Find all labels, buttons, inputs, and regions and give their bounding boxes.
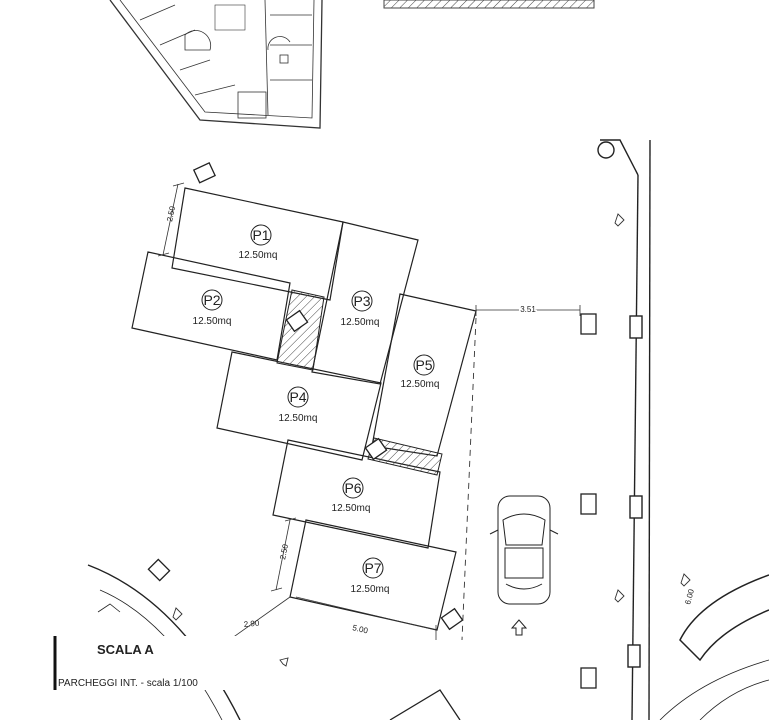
space-id: P1 [252, 227, 269, 243]
dim-bottom-length-label: 5.00 [352, 623, 370, 635]
space-area: 12.50mq [332, 503, 371, 514]
dimension-right-offset [475, 305, 581, 316]
space-area: 12.50mq [341, 317, 380, 328]
pillar [364, 437, 388, 461]
legend-title: SCALA A [97, 642, 154, 657]
space-id: P4 [289, 389, 306, 405]
space-area: 12.50mq [239, 250, 278, 261]
pillar [285, 309, 309, 333]
space-area: 12.50mq [401, 379, 440, 390]
direction-arrow-icon [510, 619, 528, 636]
space-id: P6 [344, 480, 361, 496]
dim-top-left-label: 2.50 [165, 205, 177, 223]
dim-right-wall-label: 6.00 [683, 588, 696, 606]
top-building-fragment [109, 0, 323, 129]
legend: SCALA A PARCHEGGI INT. - scala 1/100 [53, 636, 255, 690]
legend-subtitle: PARCHEGGI INT. - scala 1/100 [58, 678, 198, 689]
pillar [192, 161, 216, 184]
space-p4: P4 12.50mq [279, 386, 318, 424]
space-area: 12.50mq [351, 584, 390, 595]
bottom-wall-curve [389, 689, 461, 720]
space-id: P7 [364, 560, 381, 576]
space-p1: P1 12.50mq [239, 224, 278, 261]
hatched-zone [276, 289, 325, 371]
space-area: 12.50mq [279, 413, 318, 424]
space-p7: P7 12.50mq [351, 557, 390, 595]
pillar [440, 607, 464, 631]
top-hatched-strip [383, 0, 595, 9]
space-id: P5 [415, 357, 432, 373]
columns [580, 313, 597, 689]
space-id: P2 [203, 292, 220, 308]
space-p3: P3 12.50mq [341, 290, 380, 328]
dim-bottom-left-diag-label: 2.90 [243, 619, 260, 629]
lane-dashed-line [461, 317, 477, 641]
arrow-icon [279, 657, 289, 667]
arrow-icon [614, 589, 625, 603]
space-p2: P2 12.50mq [193, 289, 232, 327]
space-id: P3 [353, 293, 370, 309]
bottom-right-curve [659, 574, 769, 720]
right-wall [597, 139, 651, 720]
car-icon [489, 495, 559, 605]
arrow-icon [614, 213, 625, 227]
dimension-bottom-left [217, 517, 437, 649]
space-p5: P5 12.50mq [401, 354, 440, 390]
arrow-icon [680, 573, 691, 587]
space-p6: P6 12.50mq [332, 477, 371, 514]
dimension-top-left [157, 182, 185, 257]
parking-outlines [131, 187, 477, 631]
dim-right-offset-label: 3.51 [520, 305, 536, 314]
space-area: 12.50mq [193, 316, 232, 327]
arrow-icon [172, 607, 183, 621]
dim-bottom-left-label: 2.50 [278, 543, 290, 561]
pillar [147, 558, 171, 582]
